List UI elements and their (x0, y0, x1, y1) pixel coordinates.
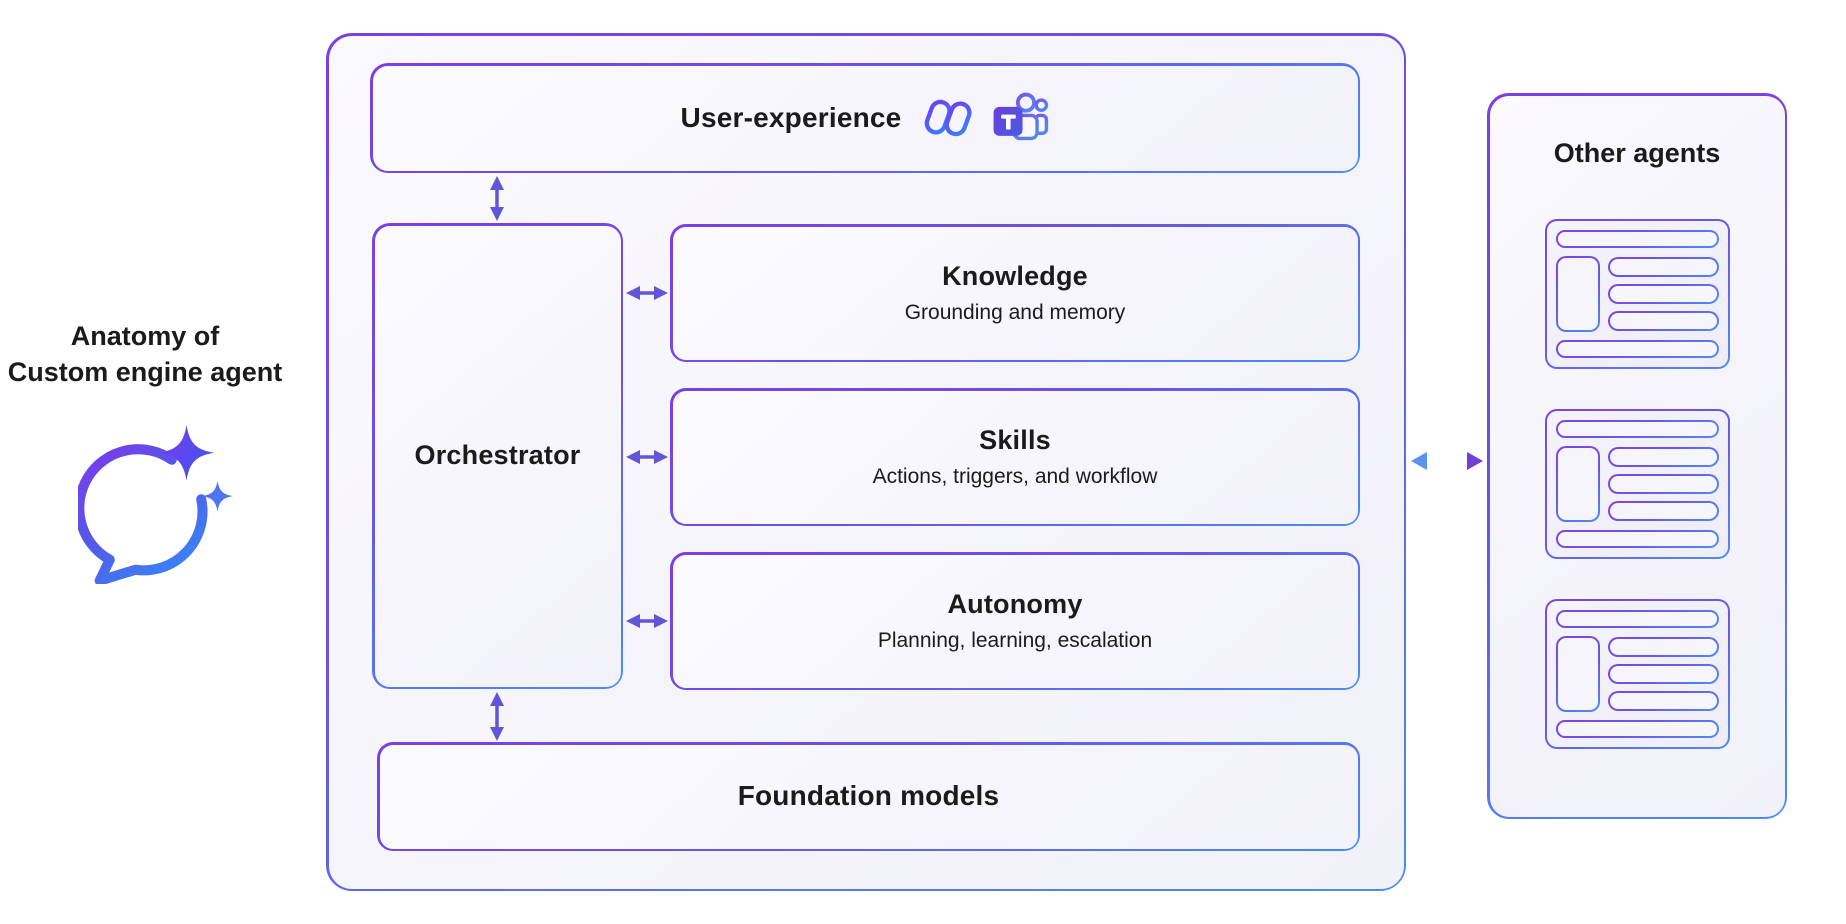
card-row-bar (1607, 310, 1719, 331)
knowledge-subtitle: Grounding and memory (904, 301, 1126, 325)
user-experience-icons (923, 92, 1049, 144)
knowledge-title: Knowledge (942, 260, 1088, 291)
small-sparkle (202, 480, 233, 512)
card-header-bar (1555, 419, 1719, 438)
foundation-models-box: Foundation models (377, 742, 1360, 851)
knowledge-box: Knowledge Grounding and memory (670, 224, 1360, 362)
autonomy-subtitle: Planning, learning, escalation (877, 629, 1153, 653)
orchestrator-title: Orchestrator (414, 440, 581, 471)
card-row-bar (1607, 690, 1719, 711)
user-experience-title: User-experience (680, 101, 902, 133)
card-footer-bar (1555, 339, 1719, 358)
caption-line-2: Custom engine agent (7, 357, 283, 387)
card-row-bar (1607, 473, 1719, 494)
card-footer-bar (1555, 529, 1719, 548)
card-row-bar (1607, 500, 1719, 521)
agent-card (1544, 408, 1730, 559)
card-side-block (1555, 255, 1600, 332)
card-row-bar (1607, 283, 1719, 304)
foundation-models-title: Foundation models (737, 780, 1000, 812)
dotted-arrow-other-agents (1411, 452, 1483, 470)
card-header-bar (1555, 229, 1719, 248)
caption-line-1: Anatomy of (70, 321, 220, 351)
chat-bubble-outline (78, 444, 208, 584)
large-sparkle (158, 424, 215, 481)
skills-box: Skills Actions, triggers, and workflow (670, 388, 1360, 526)
autonomy-box: Autonomy Planning, learning, escalation (670, 552, 1360, 690)
card-row-bar (1607, 446, 1719, 467)
card-row-bar (1607, 636, 1719, 657)
agent-card (1544, 598, 1730, 749)
card-header-bar (1555, 609, 1719, 628)
card-row-bar (1607, 663, 1719, 684)
teams-icon (994, 92, 1049, 141)
other-agents-title: Other agents (1553, 137, 1721, 168)
chat-bubble-sparkles-icon (78, 424, 233, 584)
other-agents-panel: Other agents (1487, 93, 1787, 819)
diagram-caption: Anatomy of Custom engine agent (0, 318, 290, 390)
skills-title: Skills (979, 424, 1051, 455)
user-experience-box: User-experience (370, 63, 1360, 173)
skills-subtitle: Actions, triggers, and workflow (872, 465, 1158, 489)
card-side-block (1555, 635, 1600, 712)
orchestrator-box: Orchestrator (372, 223, 623, 689)
card-row-bar (1607, 256, 1719, 277)
copilot-icon (925, 99, 973, 137)
agent-card (1544, 218, 1730, 369)
agent-card-list (1544, 218, 1730, 749)
card-side-block (1555, 445, 1600, 522)
autonomy-title: Autonomy (947, 588, 1083, 619)
card-footer-bar (1555, 719, 1719, 738)
